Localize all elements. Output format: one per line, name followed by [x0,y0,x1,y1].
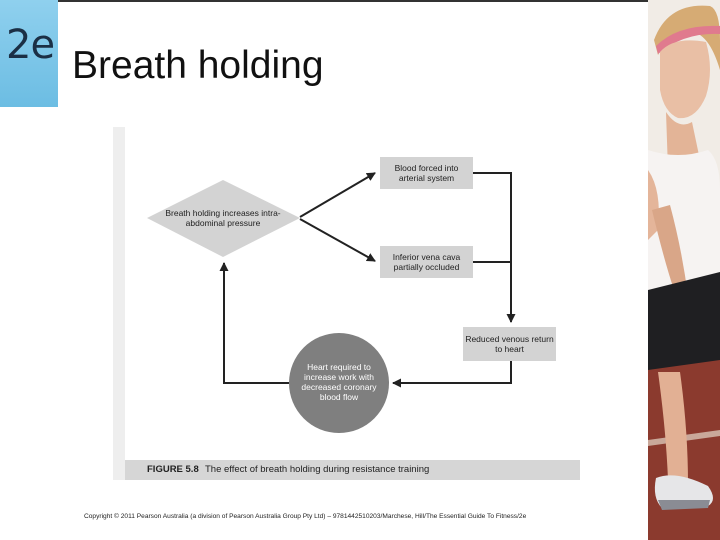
arrow-reduced-to-heart [393,361,511,383]
arrow-heart-to-breath-holding [224,263,289,383]
breath-holding-label: Breath holding increases intra-abdominal… [160,208,286,228]
heart-work-label: Heart required to increase work with dec… [295,362,383,402]
copyright-notice: Copyright © 2011 Pearson Australia (a di… [84,513,644,520]
arrow-blood-forced-to-reduced [473,173,511,322]
vena-cava-label: Inferior vena cava partially occluded [382,252,471,272]
arrow-to-blood-forced [300,173,375,217]
arrow-to-vena-cava [300,219,375,261]
blood-forced-label: Blood forced into arterial system [382,163,471,183]
reduced-venous-label: Reduced venous return to heart [465,334,554,354]
